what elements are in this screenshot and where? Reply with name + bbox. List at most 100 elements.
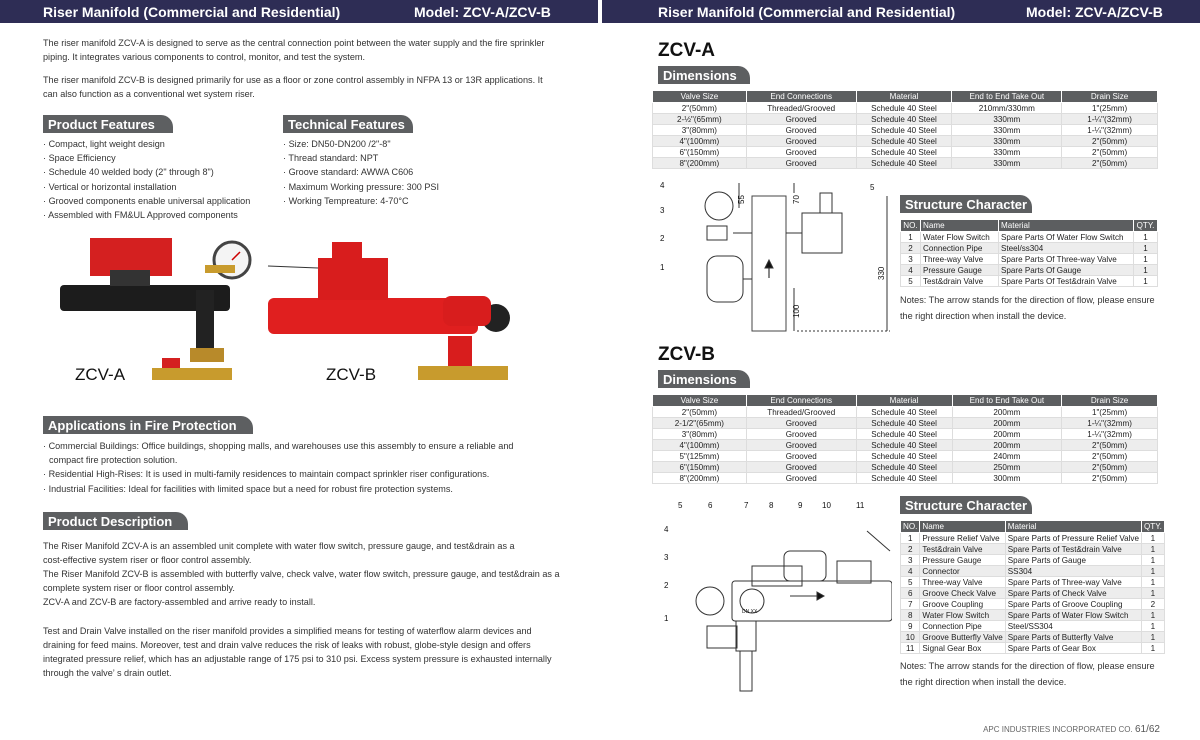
table-cell: Schedule 40 Steel: [855, 439, 953, 451]
table-cell: 330mm: [951, 157, 1063, 169]
table-cell: Groove Coupling: [919, 598, 1006, 610]
description-line: The Riser Manifold ZCV-A is an assembled…: [43, 541, 515, 551]
description-line: ZCV-A and ZCV-B are factory-assembled an…: [43, 597, 316, 607]
product-features-list: Compact, light weight design Space Effic…: [43, 137, 283, 222]
table-cell: Schedule 40 Steel: [855, 472, 953, 484]
callout-number: 2: [664, 581, 669, 590]
table-cell: 1-¼"(32mm): [1061, 417, 1158, 429]
technical-features-list: Size: DN50-DN200 /2"-8" Thread standard:…: [283, 137, 543, 208]
callout-number: 4: [664, 525, 669, 534]
table-cell: Grooved: [745, 113, 857, 125]
page-header-left: Riser Manifold (Commercial and Residenti…: [0, 0, 598, 23]
table-cell: 1"(25mm): [1061, 102, 1158, 114]
callout-number: 9: [798, 501, 803, 510]
table-cell: 11: [899, 642, 921, 654]
table-cell: 2"(50mm): [1061, 146, 1158, 158]
section-product-description: Product Description: [43, 512, 188, 530]
table-cell: Spare Parts of Groove Coupling: [1004, 598, 1142, 610]
table-cell: 200mm: [951, 417, 1063, 429]
table-cell: Threaded/Grooved: [745, 102, 857, 114]
table-cell: Grooved: [745, 450, 857, 462]
table-cell: Spare Parts of Water Flow Switch: [1004, 609, 1142, 621]
table-cell: 1: [1140, 609, 1165, 621]
table-cell: 4"(100mm): [652, 135, 747, 147]
table-cell: 5"(125mm): [652, 450, 747, 462]
table-cell: Schedule 40 Steel: [855, 102, 953, 114]
heading-zcv-a: ZCV-A: [658, 40, 715, 61]
dimension-label: 100: [792, 304, 801, 318]
table-cell: Signal Gear Box: [919, 642, 1006, 654]
dimension-label: 330: [877, 266, 886, 280]
callout-number: 1: [664, 614, 669, 623]
tech-item: Size: DN50-DN200 /2"-8": [283, 137, 543, 151]
heading-zcv-b: ZCV-B: [658, 344, 715, 365]
description-line: integrated pressure relief, which has an…: [43, 654, 552, 664]
table-cell: 6"(150mm): [652, 146, 747, 158]
intro-line: The riser manifold ZCV-B is designed pri…: [43, 75, 543, 85]
table-cell: 250mm: [951, 461, 1063, 473]
table-cell: 2: [900, 242, 921, 254]
table-cell: Schedule 40 Steel: [855, 135, 953, 147]
table-cell: 1-¼"(32mm): [1061, 124, 1158, 136]
table-cell: Steel/ss304: [998, 242, 1134, 254]
table-cell: Connection Pipe: [920, 242, 999, 254]
table-cell: 2"(50mm): [1061, 450, 1158, 462]
header-model: Model: ZCV-A/ZCV-B: [414, 4, 551, 20]
intro-line: piping. It integrates various components…: [43, 52, 365, 62]
table-cell: 1: [1140, 587, 1165, 599]
section-applications: Applications in Fire Protection: [43, 416, 253, 434]
photo-label-zcv-b: ZCV-B: [326, 365, 377, 384]
table-cell: 5: [900, 275, 921, 287]
col-header: NO.: [900, 219, 921, 232]
table-cell: Groove Butterfly Valve: [919, 631, 1006, 643]
table-cell: Schedule 40 Steel: [855, 450, 953, 462]
col-header: QTY.: [1133, 219, 1158, 232]
callout-number: 5: [870, 183, 875, 192]
table-cell: 330mm: [951, 113, 1063, 125]
header-model: Model: ZCV-A/ZCV-B: [1026, 4, 1163, 20]
description-line: Test and Drain Valve installed on the ri…: [43, 626, 532, 636]
feature-item: Vertical or horizontal installation: [43, 180, 283, 194]
page-number: 61/62: [1134, 724, 1160, 735]
table-cell: 330mm: [951, 135, 1063, 147]
callout-number: 4: [660, 181, 665, 190]
table-cell: 1"(25mm): [1061, 406, 1158, 418]
page-header-right: Riser Manifold (Commercial and Residenti…: [602, 0, 1200, 23]
table-cell: Threaded/Grooved: [745, 406, 857, 418]
table-cell: 1: [1140, 543, 1165, 555]
application-item: Industrial Facilities: Ideal for facilit…: [43, 482, 563, 496]
page-footer: APC INDUSTRIES INCORPORATED CO. 61/62: [983, 724, 1160, 735]
description-line: complete system riser or floor control a…: [43, 583, 235, 593]
table-cell: 1-¼"(32mm): [1061, 113, 1158, 125]
table-cell: 1: [1140, 620, 1165, 632]
feature-item: Schedule 40 welded body (2" through 8"): [43, 165, 283, 179]
table-cell: Spare Parts of Check Valve: [1004, 587, 1142, 599]
col-header: Name: [919, 520, 1006, 533]
table-cell: 2: [1140, 598, 1165, 610]
table-cell: 1: [1140, 554, 1165, 566]
table-cell: Pressure Relief Valve: [919, 532, 1006, 544]
table-cell: 1: [1140, 576, 1165, 588]
table-cell: Grooved: [745, 124, 857, 136]
callout-number: 5: [678, 501, 683, 510]
callout-number: 3: [660, 206, 665, 215]
table-cell: 200mm: [951, 439, 1063, 451]
tech-item: Thread standard: NPT: [283, 151, 543, 165]
table-cell: 2"(50mm): [1061, 157, 1158, 169]
table-cell: Test&drain Valve: [920, 275, 999, 287]
table-cell: Schedule 40 Steel: [855, 428, 953, 440]
table-cell: 1: [1133, 242, 1158, 254]
col-header: Valve Size: [652, 90, 747, 103]
table-cell: Grooved: [745, 439, 857, 451]
table-cell: Spare Parts Of Test&drain Valve: [998, 275, 1134, 287]
